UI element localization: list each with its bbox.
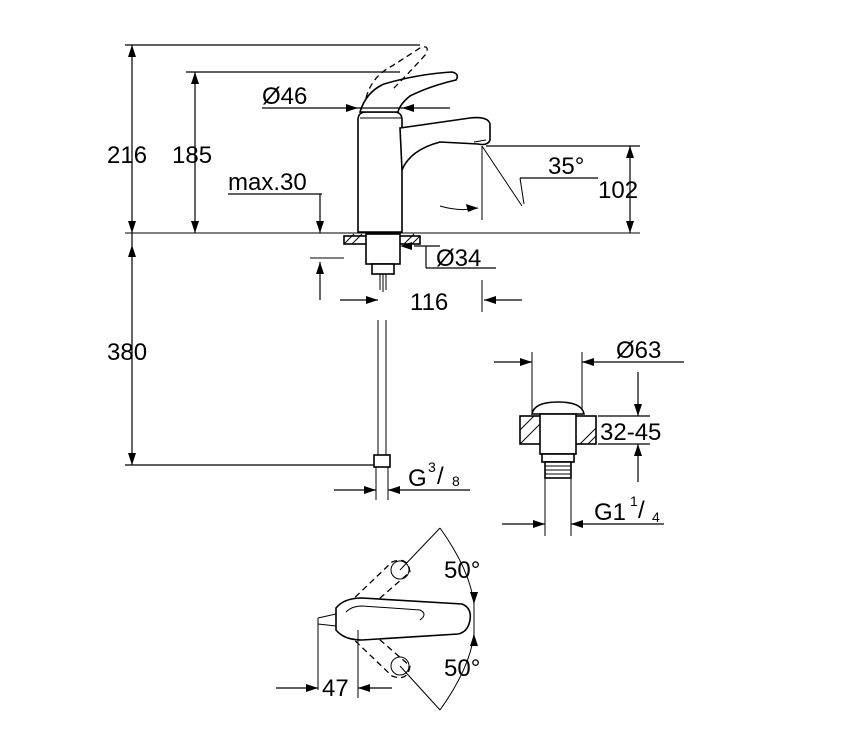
- label-lever-offset: 47: [322, 675, 349, 702]
- label-waste-thread: G1 1 / 4: [594, 493, 660, 526]
- waste-dimensions: [494, 352, 684, 536]
- waste-thread-main: G1: [594, 499, 626, 526]
- label-total-height: 216: [107, 142, 147, 169]
- faucet-side-view: [125, 46, 640, 500]
- hose-thread-main: G: [408, 465, 427, 492]
- hose-thread-num: 3: [428, 459, 436, 475]
- label-reach: 116: [410, 289, 448, 316]
- label-waste-range: 32-45: [600, 419, 661, 446]
- flex-hose: [373, 320, 391, 500]
- label-outlet-height: 102: [598, 177, 638, 204]
- hose-thread-den: 8: [452, 473, 460, 489]
- svg-text:/: /: [638, 497, 645, 524]
- label-max-deck: max.30: [228, 169, 307, 196]
- label-lever-angle-top: 50°: [444, 557, 480, 584]
- label-spout-angle: 35°: [548, 153, 584, 180]
- label-hose-length: 380: [107, 339, 147, 366]
- waste-thread-den: 4: [652, 509, 660, 525]
- label-spout-height: 185: [172, 142, 212, 169]
- label-mount-diameter: Ø34: [436, 245, 481, 272]
- waste-fitting: [519, 401, 597, 479]
- label-handle-diameter: Ø46: [262, 83, 307, 110]
- svg-text:/: /: [437, 463, 444, 490]
- label-hose-thread: G 3 / 8: [408, 459, 460, 492]
- mounting-shank: [343, 233, 421, 292]
- lever-top-view: [276, 527, 478, 711]
- label-lever-angle-bottom: 50°: [444, 655, 480, 682]
- dimension-lines: [125, 44, 640, 494]
- label-waste-diameter: Ø63: [616, 337, 661, 364]
- waste-thread-num: 1: [630, 493, 638, 509]
